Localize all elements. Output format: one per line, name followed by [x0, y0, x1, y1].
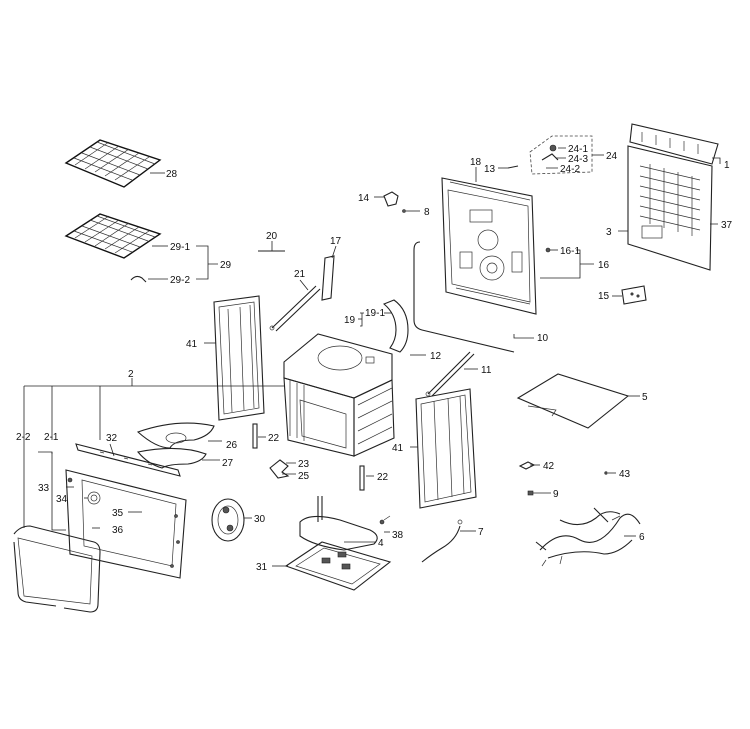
- rail-21: [269, 279, 321, 332]
- label-41-right: 41: [392, 443, 404, 454]
- label-29: 29: [220, 260, 232, 271]
- rail-11: [425, 351, 478, 397]
- clip-22-lower: [359, 465, 374, 491]
- screw-38: [379, 515, 391, 533]
- bracket-16: [540, 247, 594, 279]
- clip-22-upper: [252, 423, 266, 449]
- label-19: 19: [344, 315, 356, 326]
- label-11: 11: [481, 365, 492, 376]
- oven-rack-29: [64, 213, 218, 283]
- label-25: 25: [298, 471, 310, 482]
- label-3: 3: [606, 227, 612, 238]
- label-37: 37: [721, 220, 733, 231]
- label-2-1: 2-1: [44, 432, 59, 443]
- label-8: 8: [424, 207, 430, 218]
- label-14: 14: [358, 193, 370, 204]
- bottom-panel-31: [272, 541, 392, 591]
- bake-element-4: [299, 496, 378, 551]
- label-17: 17: [330, 236, 342, 247]
- label-16-1: 16-1: [560, 246, 580, 257]
- label-23: 23: [298, 459, 310, 470]
- label-33: 33: [38, 483, 50, 494]
- label-30: 30: [254, 514, 266, 525]
- callout-labels: 28 29-1 29 29-2 20 21 17 19-1 19 41 12 1…: [16, 144, 733, 573]
- label-12: 12: [430, 351, 442, 362]
- label-29-1: 29-1: [170, 242, 190, 253]
- label-24-1: 24-1: [568, 144, 588, 155]
- rear-panel-10: [413, 241, 534, 353]
- label-1: 1: [724, 160, 730, 171]
- label-19-1: 19-1: [365, 308, 385, 319]
- label-26: 26: [226, 440, 238, 451]
- wire-7: [421, 519, 476, 563]
- label-2-2: 2-2: [16, 432, 31, 443]
- label-2: 2: [128, 369, 134, 380]
- label-28: 28: [166, 169, 178, 180]
- label-22-upper: 22: [268, 433, 280, 444]
- label-20: 20: [266, 231, 278, 242]
- door-leaders-2: [23, 378, 284, 440]
- rear-cover-1-37: [618, 123, 721, 271]
- part-13: [498, 165, 519, 169]
- label-15: 15: [598, 291, 610, 302]
- label-27: 27: [222, 458, 234, 469]
- sensor-23-25: [269, 459, 296, 479]
- bracket-17: [321, 245, 337, 301]
- vent-cover-27: [136, 447, 220, 469]
- oven-rack-28: [64, 139, 165, 188]
- label-9: 9: [553, 489, 559, 500]
- wire-harness-6: [535, 507, 641, 567]
- label-18: 18: [470, 157, 482, 168]
- label-24: 24: [606, 151, 618, 162]
- part-8: [402, 209, 420, 213]
- switch-assembly-24: [529, 135, 604, 175]
- label-24-2: 24-2: [560, 164, 580, 175]
- label-4: 4: [378, 538, 384, 549]
- label-42: 42: [543, 461, 555, 472]
- label-16: 16: [598, 260, 610, 271]
- label-24-3: 24-3: [568, 154, 588, 165]
- door-gasket-2-2: [13, 440, 101, 613]
- part-15: [612, 285, 647, 305]
- part-9: [527, 490, 551, 496]
- part-43: [604, 471, 616, 475]
- back-wall-18: [441, 167, 537, 315]
- outer-door-2-1: [38, 451, 187, 579]
- part-42: [518, 461, 540, 470]
- label-13: 13: [484, 164, 496, 175]
- vent-cover-26: [136, 422, 222, 449]
- label-34: 34: [56, 494, 68, 505]
- label-35: 35: [112, 508, 124, 519]
- label-43: 43: [619, 469, 631, 480]
- label-10: 10: [537, 333, 549, 344]
- label-36: 36: [112, 525, 124, 536]
- side-panel-41-left: [204, 295, 265, 421]
- label-29-2: 29-2: [170, 275, 190, 286]
- rod-20: [258, 241, 285, 252]
- side-panel-41-right: [410, 388, 477, 509]
- label-6: 6: [639, 532, 645, 543]
- label-41-left: 41: [186, 339, 198, 350]
- label-7: 7: [478, 527, 484, 538]
- part-14: [374, 191, 399, 207]
- cover-panel-5: [516, 373, 640, 429]
- door-trim-32: [75, 443, 181, 477]
- label-5: 5: [642, 392, 648, 403]
- baffle-19: [358, 299, 409, 353]
- label-31: 31: [256, 562, 268, 573]
- label-38: 38: [392, 530, 404, 541]
- label-21: 21: [294, 269, 306, 280]
- convection-fan-30: [211, 498, 252, 542]
- oven-cavity: [283, 333, 426, 457]
- label-22-lower: 22: [377, 472, 389, 483]
- label-32: 32: [106, 433, 118, 444]
